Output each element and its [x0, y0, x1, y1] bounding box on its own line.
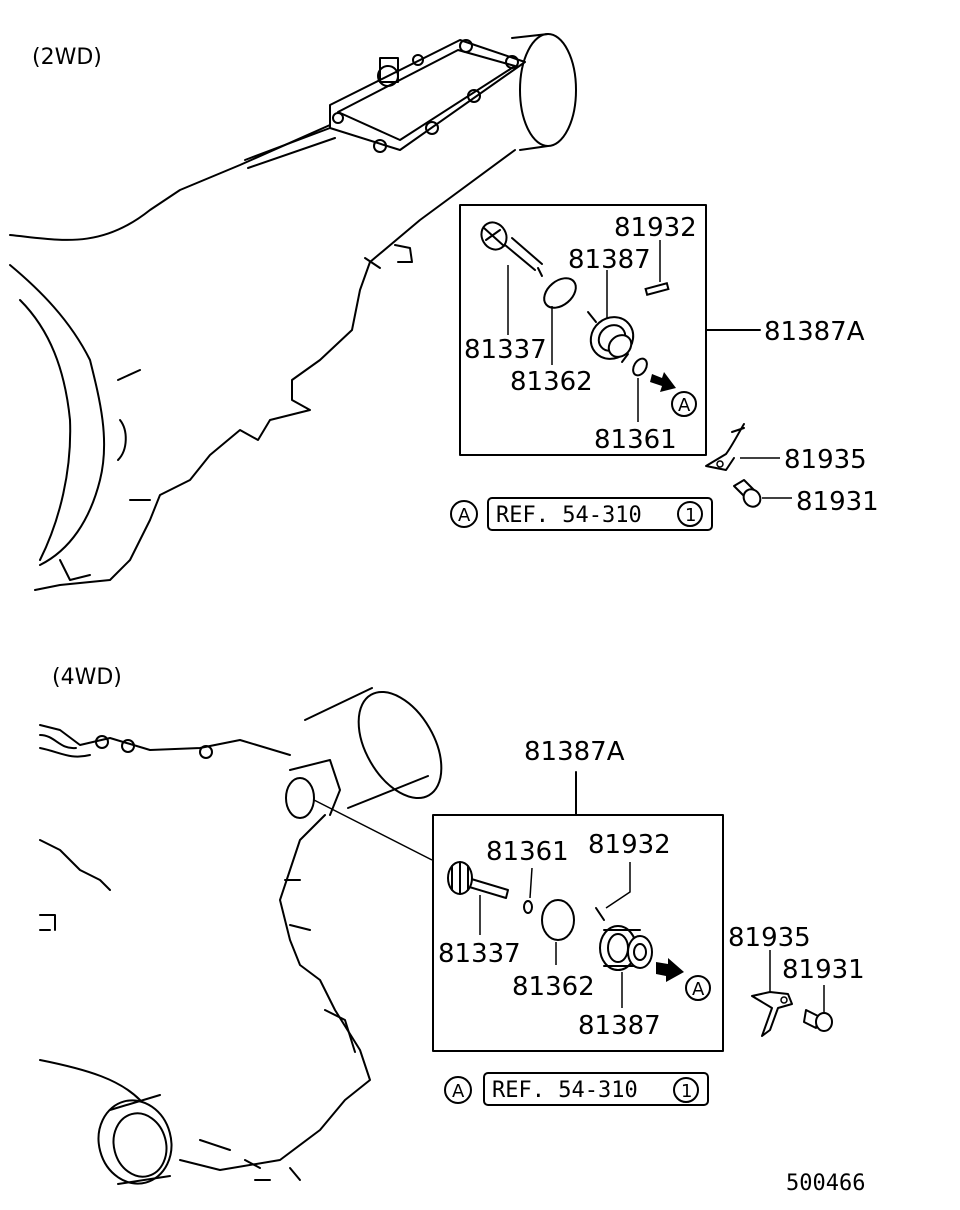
section-2wd: (2WD) [9, 33, 879, 591]
part-81362-2wd: 81362 [510, 367, 593, 397]
section-label-2wd: (2WD) [32, 45, 102, 70]
o-ring-81362-4wd [541, 899, 575, 941]
assembly-label-4wd: 81387A [524, 737, 625, 767]
pin-81932-2wd [644, 282, 670, 296]
part-81337-4wd: 81337 [438, 939, 521, 969]
svg-text:1: 1 [685, 505, 696, 526]
part-81387-4wd: 81387 [578, 1011, 661, 1041]
reference-4wd: A REF. 54-310 1 [444, 1072, 709, 1106]
bolt-81931-4wd [803, 1009, 833, 1032]
part-81932-2wd: 81932 [614, 213, 697, 243]
svg-text:1: 1 [681, 1081, 692, 1102]
assembly-label-2wd: 81387A [764, 317, 865, 347]
diagram-id: 500466 [786, 1171, 865, 1196]
part-81931-2wd: 81931 [796, 487, 879, 517]
svg-text:A: A [452, 1081, 465, 1102]
svg-text:A: A [692, 979, 705, 1000]
arrow-icon-4wd [656, 958, 684, 982]
reference-2wd: A REF. 54-310 1 [450, 497, 713, 531]
bracket-81935-4wd [751, 991, 793, 1037]
svg-text:A: A [678, 395, 691, 416]
arrow-icon-2wd [650, 372, 676, 392]
part-81935-4wd: 81935 [728, 923, 811, 953]
circle-a-4wd [685, 975, 711, 1001]
part-81361-2wd: 81361 [594, 425, 677, 455]
section-label-4wd: (4WD) [52, 665, 122, 690]
part-81932-4wd: 81932 [588, 830, 671, 860]
sleeve-81387-2wd [587, 311, 635, 363]
transfer-case-4wd-drawing [39, 687, 443, 1185]
sleeve-81387-4wd [599, 925, 653, 971]
section-4wd: (4WD) [39, 665, 865, 1185]
part-81931-4wd: 81931 [782, 955, 865, 985]
part-81361-4wd: 81361 [486, 837, 569, 867]
driven-gear-81337-2wd [480, 221, 543, 277]
assembly-box-4wd [432, 814, 724, 1052]
bracket-81935-2wd [705, 423, 745, 471]
driven-gear-81337-4wd [447, 861, 509, 899]
part-81362-4wd: 81362 [512, 972, 595, 1002]
circle-a-2wd [671, 391, 697, 417]
part-81387-2wd: 81387 [568, 245, 651, 275]
part-81337-2wd: 81337 [464, 335, 547, 365]
o-ring-81362-2wd [543, 277, 577, 309]
pin-81932-4wd [595, 907, 605, 921]
bolt-81931-2wd [733, 479, 762, 508]
o-ring-81361-4wd [523, 900, 533, 914]
transmission-2wd-drawing [9, 33, 577, 591]
svg-text:A: A [458, 505, 471, 526]
o-ring-81361-2wd [632, 357, 648, 377]
ref-text-2wd: REF. 54-310 [496, 503, 642, 528]
ref-text-4wd: REF. 54-310 [492, 1078, 638, 1103]
part-81935-2wd: 81935 [784, 445, 867, 475]
